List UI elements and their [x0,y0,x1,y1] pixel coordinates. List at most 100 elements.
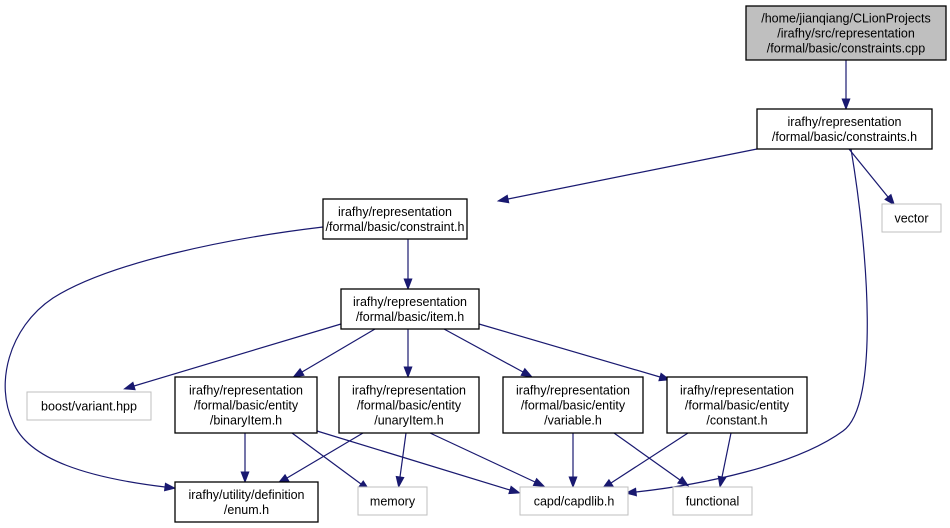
arrow-head-icon [403,278,413,291]
node-label-line: irafhy/representation [189,384,303,398]
edge-constraints-h-to-vector [848,148,896,206]
node-label-line: irafhy/representation [352,384,466,398]
node-box [174,481,319,523]
edge-binaryItem-h-to-capdlib-h [316,430,521,495]
edge-constraints-h-to-capdlib-h [624,148,868,497]
edge-constraint-h-to-item-h [403,239,413,291]
edge-line [429,432,536,483]
node-label-line: irafhy/representation [338,205,452,219]
node-constraints-h[interactable]: irafhy/representation/formal/basic/const… [756,108,933,150]
node-constant-h[interactable]: irafhy/representation/formal/basic/entit… [666,376,808,434]
edge-variable-h-to-functional [613,432,690,487]
node-root[interactable]: /home/jianqiang/CLionProjects/irafhy/src… [745,5,947,61]
node-box [756,108,933,150]
edge-line [848,148,889,198]
node-label-line: irafhy/representation [680,384,794,398]
edge-line [613,432,681,481]
arrow-head-icon [532,477,546,487]
node-constraint-h[interactable]: irafhy/representation/formal/basic/const… [322,198,468,240]
node-box [519,486,629,516]
node-capdlib-h[interactable]: capd/capdlib.h [519,486,629,516]
edge-unaryItem-h-to-memory [395,432,407,489]
node-box [502,376,644,434]
node-label-line: /formal/basic/constraint.h [326,220,465,234]
edge-constraint-h-to-enum-h [4,226,324,492]
node-box [338,376,480,434]
node-label-line: /formal/basic/entity [685,399,790,413]
edge-line [286,432,364,479]
edge-item-h-to-binaryItem-h [292,328,376,378]
arrow-head-icon [884,193,896,206]
edge-item-h-to-boost-variant [123,323,342,391]
arrow-head-icon [403,366,413,379]
edge-line [610,432,689,484]
edge-line [316,430,511,491]
arrow-head-icon [841,98,851,111]
node-label-line: /variable.h [544,414,602,428]
arrow-head-icon [568,476,578,489]
node-label-line: functional [686,495,740,509]
node-label-line: /formal/basic/entity [521,399,626,413]
nodes-layer: /home/jianqiang/CLionProjects/irafhy/src… [26,5,947,523]
node-label-line: /binaryItem.h [210,414,282,428]
node-boost-variant[interactable]: boost/variant.hpp [26,391,152,421]
edge-line [635,148,868,493]
edge-binaryItem-h-to-enum-h [240,433,250,484]
arrow-head-icon [676,476,690,487]
edge-variable-h-to-capdlib-h [568,433,578,489]
node-label-line: /formal/basic/entity [357,399,462,413]
edge-unaryItem-h-to-capdlib-h [429,432,546,487]
arrow-head-icon [496,194,510,204]
node-label-line: boost/variant.hpp [41,400,137,414]
node-box [26,391,152,421]
node-box [340,288,480,330]
node-vector[interactable]: vector [881,203,942,233]
edge-line [301,328,376,373]
arrow-head-icon [717,475,727,489]
node-label-line: vector [894,212,928,226]
edge-root-to-constraints-h [841,60,851,111]
node-label-line: /unaryItem.h [374,414,444,428]
node-label-line: /formal/basic/constraints.h [772,130,917,144]
node-label-line: /irafhy/src/representation [777,27,915,41]
arrow-head-icon [508,485,521,495]
node-label-line: /home/jianqiang/CLionProjects [761,12,931,26]
arrow-head-icon [240,471,250,484]
node-label-line: /constant.h [706,414,767,428]
node-variable-h[interactable]: irafhy/representation/formal/basic/entit… [502,376,644,434]
node-box [745,5,947,61]
edge-line [507,148,758,200]
node-box [881,203,942,233]
edge-line [721,432,732,478]
node-unaryItem-h[interactable]: irafhy/representation/formal/basic/entit… [338,376,480,434]
arrow-head-icon [520,367,534,378]
edge-constant-h-to-functional [717,432,732,489]
arrow-head-icon [163,482,177,492]
node-binaryItem-h[interactable]: irafhy/representation/formal/basic/entit… [174,376,318,434]
node-label-line: /enum.h [224,503,269,517]
node-label-line: memory [370,495,416,509]
node-functional[interactable]: functional [672,486,753,516]
node-item-h[interactable]: irafhy/representation/formal/basic/item.… [340,288,480,330]
edge-line [291,432,362,485]
edge-item-h-to-unaryItem-h [403,329,413,379]
node-label-line: irafhy/utility/definition [188,488,304,502]
node-label-line: capd/capdlib.h [534,495,615,509]
node-box [174,376,318,434]
edge-constant-h-to-capdlib-h [601,432,689,490]
node-enum-h[interactable]: irafhy/utility/definition/enum.h [174,481,319,523]
node-memory[interactable]: memory [357,486,428,516]
edge-item-h-to-constant-h [478,323,671,382]
node-box [666,376,808,434]
arrow-head-icon [395,475,405,489]
edge-constraints-h-to-constraint-h [496,148,758,204]
edge-line [4,226,324,488]
arrow-head-icon [123,381,136,391]
edge-line [133,323,342,387]
edge-line [399,432,407,478]
node-label-line: irafhy/representation [353,295,467,309]
arrow-head-icon [624,487,637,497]
node-box [357,486,428,516]
edge-item-h-to-variable-h [443,328,534,378]
